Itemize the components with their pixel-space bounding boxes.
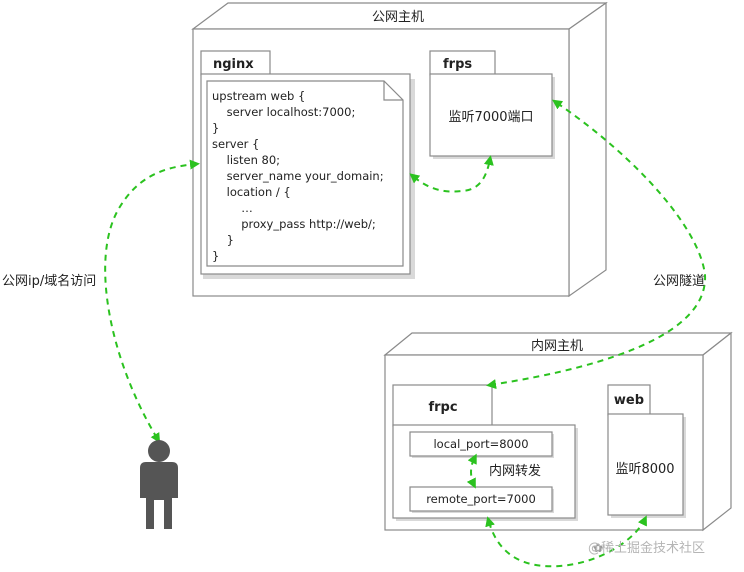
public-access-label: 公网ip/域名访问 — [2, 273, 96, 289]
code-line: server { — [212, 137, 259, 151]
watermark: ✿ @稀土掘金技术社区 — [588, 540, 705, 556]
code-line: listen 80; — [212, 153, 280, 167]
frpc-label: frpc — [428, 400, 457, 415]
remote-port-text: remote_port=7000 — [426, 492, 536, 506]
code-line: server localhost:7000; — [212, 105, 355, 119]
user-person-icon — [140, 440, 178, 529]
web-loop-arrow — [485, 515, 647, 568]
nginx-label: nginx — [213, 57, 254, 72]
nginx-config-note — [206, 80, 404, 267]
local-port-box — [409, 431, 553, 457]
frps-label: frps — [443, 57, 472, 72]
web-component: web 监听8000 — [607, 384, 686, 518]
tunnel-label: 公网隧道 — [653, 273, 705, 289]
forward-label: 内网转发 — [489, 463, 541, 479]
frps-listen-text: 监听7000端口 — [448, 110, 533, 125]
code-line: } — [212, 121, 219, 135]
frpc-component: frpc local_port=8000 remote_port=7000 内网… — [392, 384, 578, 521]
web-listen-text: 监听8000 — [615, 462, 674, 477]
nginx-component: nginx upstream web { server localhost:70… — [200, 50, 415, 279]
code-line: location / { — [212, 185, 291, 199]
public-host-title: 公网主机 — [372, 10, 424, 25]
web-label: web — [614, 393, 644, 408]
watermark-text: @稀土掘金技术社区 — [588, 540, 705, 556]
code-line: } — [212, 249, 219, 263]
code-line: server_name your_domain; — [212, 169, 384, 183]
local-port-text: local_port=8000 — [433, 437, 528, 451]
remote-port-box — [409, 486, 553, 512]
forward-arrow — [466, 453, 477, 489]
code-line: } — [212, 233, 234, 247]
private-host-title: 内网主机 — [531, 338, 583, 354]
code-line: upstream web { — [212, 89, 305, 103]
code-line: proxy_pass http://web/; — [212, 217, 376, 231]
tunnel-arrow — [486, 99, 707, 390]
watermark-icon: ✿ — [593, 541, 603, 555]
public-access-arrow — [104, 159, 200, 444]
nginx-config-code: upstream web { server localhost:7000; } … — [212, 89, 387, 263]
code-line: … — [212, 201, 253, 215]
nginx-frps-arrow — [409, 155, 494, 193]
